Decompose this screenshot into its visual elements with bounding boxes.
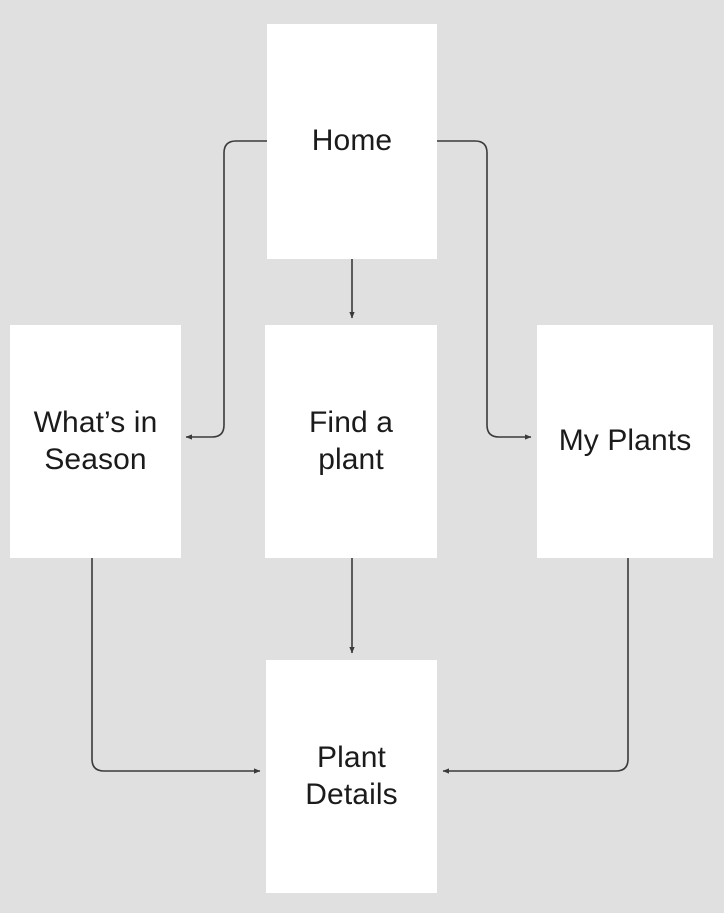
node-find-a-plant[interactable]: Find a plant: [265, 325, 437, 558]
node-whats-in-season[interactable]: What’s in Season: [10, 325, 181, 558]
node-whats-in-season-label: What’s in Season: [33, 405, 158, 476]
node-find-a-plant-label: Find a plant: [309, 405, 393, 476]
node-my-plants-label: My Plants: [558, 424, 692, 458]
edge-home-to-season: [185, 140, 267, 440]
edge-home-to-myplants: [437, 140, 532, 440]
node-plant-details[interactable]: Plant Details: [266, 660, 437, 893]
node-my-plants[interactable]: My Plants: [537, 325, 713, 558]
node-home[interactable]: Home: [267, 24, 437, 259]
node-plant-details-label: Plant Details: [305, 740, 398, 811]
node-home-label: Home: [311, 124, 393, 158]
edge-season-to-details: [91, 558, 261, 774]
edge-myplants-to-details: [442, 558, 629, 774]
